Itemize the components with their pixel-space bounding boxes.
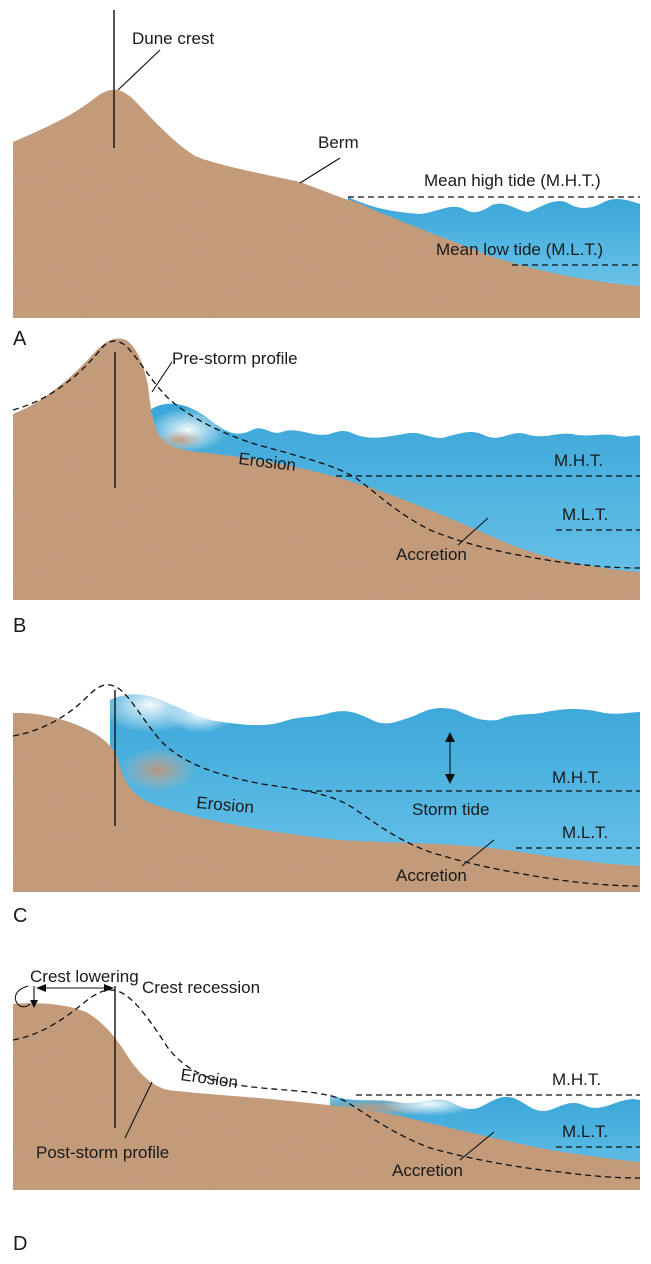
panel-d-mht-label: M.H.T. xyxy=(552,1070,601,1089)
panel-a-mht-label: Mean high tide (M.H.T.) xyxy=(424,171,601,190)
panel-a-mlt-label: Mean low tide (M.L.T.) xyxy=(436,240,603,259)
panel-c-erosion-label: Erosion xyxy=(196,793,255,817)
panel-b: Pre-storm profile Erosion M.H.T. M.L.T. … xyxy=(12,338,641,637)
panel-d-letter: D xyxy=(13,1233,27,1255)
panel-d-poststorm-leader xyxy=(124,1081,153,1139)
panel-b-accretion-label: Accretion xyxy=(396,545,467,564)
panel-b-mht-label: M.H.T. xyxy=(554,451,603,470)
panel-d-mlt-label: M.L.T. xyxy=(562,1122,608,1141)
panel-d-poststorm-label: Post-storm profile xyxy=(36,1143,169,1162)
panel-b-prestorm-label: Pre-storm profile xyxy=(172,349,298,368)
panel-d-lowering-curve xyxy=(14,985,31,1008)
panel-b-accretion-leader xyxy=(457,517,489,546)
panel-a-dune-crest-label: Dune crest xyxy=(132,29,214,48)
panel-d-erosion-label: Erosion xyxy=(179,1065,239,1092)
panel-a-crest-leader xyxy=(117,49,161,91)
panel-d: Crest lowering Crest recession Erosion M… xyxy=(12,967,641,1255)
panel-c: Erosion M.H.T. Storm tide M.L.T. Accreti… xyxy=(12,677,641,927)
panel-b-prestorm-leader xyxy=(151,361,173,393)
panel-a-letter: A xyxy=(13,328,27,350)
panel-c-mlt-label: M.L.T. xyxy=(562,823,608,842)
panel-c-letter: C xyxy=(13,905,27,927)
panel-c-prestorm-profile xyxy=(12,684,641,887)
panel-d-crest-recession-label: Crest recession xyxy=(142,978,260,997)
panel-a-berm-leader xyxy=(299,157,341,184)
panel-c-stormtide-label: Storm tide xyxy=(412,800,489,819)
panel-c-mht-label: M.H.T. xyxy=(552,768,601,787)
panel-b-prestorm-profile xyxy=(12,340,641,569)
panel-c-accretion-label: Accretion xyxy=(396,866,467,885)
panel-b-sand xyxy=(13,338,640,600)
panel-d-crest-lowering-label: Crest lowering xyxy=(30,967,139,986)
panel-b-mlt-label: M.L.T. xyxy=(562,505,608,524)
panel-d-accretion-leader xyxy=(459,1131,495,1161)
panel-d-accretion-label: Accretion xyxy=(392,1161,463,1180)
panel-b-letter: B xyxy=(13,615,26,637)
panel-c-sand xyxy=(13,712,640,892)
panel-a: Dune crest Berm Mean high tide (M.H.T.) … xyxy=(13,10,640,350)
panel-c-accretion-leader xyxy=(461,839,495,867)
panel-d-prestorm-profile xyxy=(12,989,641,1179)
panel-a-sand xyxy=(13,89,640,318)
panel-d-sand xyxy=(13,1003,640,1190)
panel-a-berm-label: Berm xyxy=(318,133,359,152)
